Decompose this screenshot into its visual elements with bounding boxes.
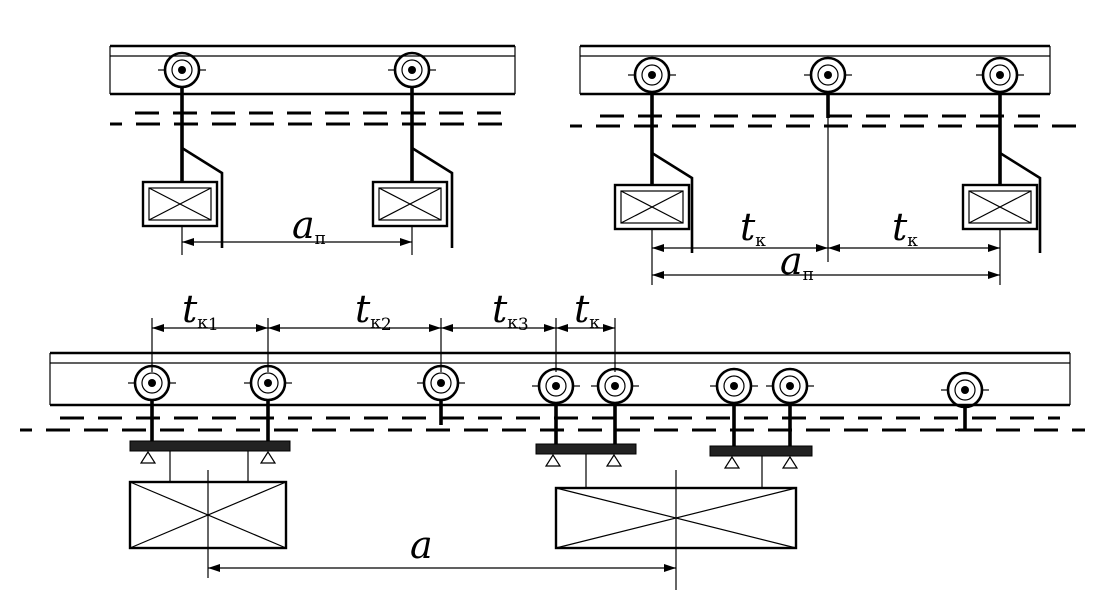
support-icon xyxy=(606,454,622,467)
load-box-icon xyxy=(141,180,219,228)
load-box-icon xyxy=(371,180,449,228)
diagram-top-left: aп xyxy=(109,44,516,255)
load-box-icon xyxy=(613,183,691,231)
load-bar xyxy=(535,443,637,455)
trolley-wheel-icon xyxy=(764,367,816,405)
label-a: a xyxy=(410,523,433,567)
rail-top-left xyxy=(109,44,516,96)
trolley-wheel-icon xyxy=(939,371,991,409)
trolley-wheel-icon xyxy=(708,367,760,405)
label-t-k: tк xyxy=(892,205,918,251)
trolley-stems xyxy=(150,400,975,450)
diagram-top-right: tк tк aп xyxy=(570,44,1080,285)
ground-dashes-bottom xyxy=(20,416,1085,432)
load-bar xyxy=(129,440,291,452)
ground-dashes-top-left xyxy=(110,111,515,126)
label-t-k: tк xyxy=(574,287,600,333)
load-box-icon xyxy=(961,183,1039,231)
load-bar xyxy=(709,445,813,457)
label-t-k1: tк1 xyxy=(182,287,219,335)
support-icon xyxy=(724,456,740,469)
diagram-bottom: tк1 tк2 tк3 tк xyxy=(20,287,1085,590)
trolley-wheel-icon xyxy=(974,56,1026,94)
label-t-k2: tк2 xyxy=(355,287,392,335)
support-icon xyxy=(545,454,561,467)
trolley-wheel-icon xyxy=(802,56,854,94)
support-icon xyxy=(140,451,156,464)
trolley-wheel-icon xyxy=(589,367,641,405)
label-a-p: aп xyxy=(292,203,326,249)
trolley-wheel-icon xyxy=(386,51,438,89)
ground-dashes-top-right xyxy=(570,114,1080,128)
label-a-p: aп xyxy=(780,239,814,285)
rail-bottom xyxy=(49,351,1071,407)
support-icon xyxy=(782,456,798,469)
support-icon xyxy=(260,451,276,464)
label-t-k: tк xyxy=(740,205,766,251)
trolley-wheel-icon xyxy=(626,56,678,94)
trolley-wheel-icon xyxy=(156,51,208,89)
label-t-k3: tк3 xyxy=(492,287,529,335)
rail-top-right xyxy=(579,44,1051,96)
trolley-wheel-icon xyxy=(530,367,582,405)
